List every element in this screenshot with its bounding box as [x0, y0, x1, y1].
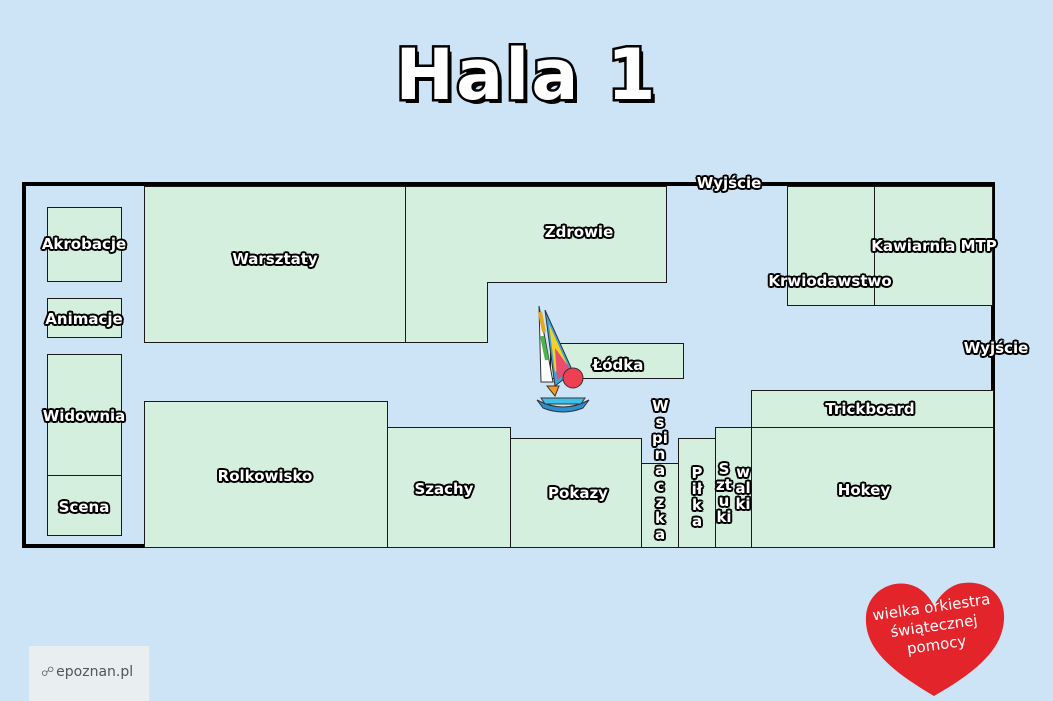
watermark-text: epoznan.pl — [56, 664, 134, 680]
room-warsztaty-annex[interactable] — [405, 186, 488, 343]
label-widownia: Widownia — [42, 407, 126, 425]
page-title: Hala 1 — [393, 32, 658, 119]
room-pokazy[interactable] — [510, 438, 642, 548]
room-hokey[interactable] — [751, 427, 994, 548]
exit-label-top: Wyjście — [696, 174, 762, 192]
room-pilka[interactable] — [678, 438, 716, 548]
label-kawiarnia: Kawiarnia MTP — [871, 237, 997, 255]
room-animacje[interactable] — [47, 298, 122, 338]
room-warsztaty[interactable] — [144, 186, 406, 343]
label-walki: walki — [735, 463, 751, 513]
label-pokazy: Pokazy — [548, 484, 608, 502]
label-krwiodawstwo: Krwiodawstwo — [768, 272, 892, 290]
label-rolkowisko: Rolkowisko — [217, 467, 313, 485]
exit-label-right: Wyjście — [963, 339, 1029, 357]
label-hokey: Hokey — [837, 481, 891, 499]
room-rolkowisko[interactable] — [144, 401, 388, 548]
label-lodka: Łódka — [592, 356, 644, 374]
globe-icon: ☍ — [41, 665, 55, 680]
room-trickboard[interactable] — [751, 390, 994, 428]
label-animacje: Animacje — [45, 310, 123, 328]
room-akrobacje[interactable] — [47, 207, 122, 282]
label-sztuki: Sztuki — [716, 460, 732, 526]
label-warsztaty: Warsztaty — [232, 250, 318, 268]
label-akrobacje: Akrobacje — [41, 235, 127, 253]
watermark: ☍epoznan.pl — [29, 646, 149, 701]
label-szachy: Szachy — [414, 480, 474, 498]
sailboat-icon — [536, 305, 590, 413]
label-wspinaczka: Wspinaczka — [652, 397, 669, 543]
room-zdrowie[interactable] — [487, 186, 667, 283]
room-szachy[interactable] — [387, 427, 511, 548]
label-scena: Scena — [58, 498, 110, 516]
room-sztuki-walki[interactable] — [715, 427, 752, 548]
heart-logo-icon — [865, 582, 1005, 696]
room-kawiarnia[interactable] — [874, 186, 993, 306]
label-trickboard: Trickboard — [825, 400, 915, 418]
room-scena[interactable] — [47, 475, 122, 536]
label-zdrowie: Zdrowie — [544, 223, 614, 241]
label-pilka: Piłka — [691, 464, 703, 530]
